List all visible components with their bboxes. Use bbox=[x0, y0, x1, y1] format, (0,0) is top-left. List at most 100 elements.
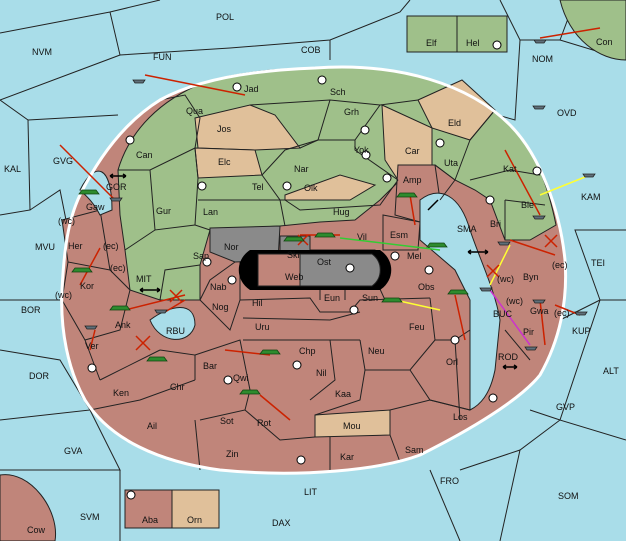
fleet-unit bbox=[524, 346, 538, 351]
supply-center bbox=[361, 150, 371, 160]
label-aba: Aba bbox=[142, 515, 158, 525]
label-uru: Uru bbox=[255, 322, 270, 332]
label-elf: Elf bbox=[426, 38, 437, 48]
coast-annotation: (wc) bbox=[55, 290, 72, 300]
order-arrow bbox=[504, 149, 541, 216]
fleet-unit bbox=[532, 215, 546, 220]
map-labels: POL NVM FUN COB Con NOM OVD KAL GVG GOR … bbox=[4, 12, 619, 535]
order-arrow bbox=[489, 244, 511, 286]
supply-center bbox=[485, 195, 495, 205]
label-jad: Jad bbox=[244, 84, 259, 94]
supply-center bbox=[349, 305, 359, 315]
label-gwa: Gwa bbox=[530, 306, 549, 316]
label-byn: Byn bbox=[523, 272, 539, 282]
supply-center bbox=[223, 375, 233, 385]
supply-center bbox=[317, 75, 327, 85]
fleet-unit bbox=[582, 173, 596, 178]
label-con: Con bbox=[596, 37, 613, 47]
label-fro: FRO bbox=[440, 476, 459, 486]
army-unit bbox=[239, 389, 261, 395]
label-mit: MIT bbox=[136, 274, 152, 284]
label-nog: Nog bbox=[212, 302, 229, 312]
order-arrow bbox=[79, 247, 101, 286]
label-tel: Tel bbox=[252, 182, 264, 192]
fleet-unit bbox=[109, 197, 123, 202]
label-dax: DAX bbox=[272, 518, 291, 528]
supply-center bbox=[292, 360, 302, 370]
label-mvu: MVU bbox=[35, 242, 55, 252]
label-bar: Bar bbox=[203, 361, 217, 371]
supply-center bbox=[492, 40, 502, 50]
canal-arrow-esm bbox=[427, 199, 439, 211]
label-esm: Esm bbox=[390, 230, 408, 240]
label-chp: Chp bbox=[299, 346, 316, 356]
label-svm: SVM bbox=[80, 512, 100, 522]
coast-annotation: (wc) bbox=[497, 274, 514, 284]
label-eld: Eld bbox=[448, 118, 461, 128]
label-lit: LIT bbox=[304, 487, 318, 497]
canal-arrows bbox=[109, 173, 518, 370]
supply-center bbox=[424, 265, 434, 275]
order-arrow bbox=[539, 174, 591, 196]
supply-center bbox=[202, 257, 212, 267]
continent-outline bbox=[60, 65, 568, 475]
supply-center bbox=[345, 263, 355, 273]
supply-center bbox=[435, 138, 445, 148]
order-arrow bbox=[454, 294, 466, 341]
label-sot: Sot bbox=[220, 416, 234, 426]
canal-arrow-mit bbox=[139, 287, 161, 293]
label-car: Car bbox=[405, 146, 420, 156]
supply-center bbox=[197, 181, 207, 191]
fleet-unit bbox=[532, 299, 546, 304]
label-sam: Sam bbox=[405, 445, 424, 455]
region-esm[interactable] bbox=[382, 214, 421, 251]
region-olk[interactable] bbox=[284, 174, 377, 201]
region-orn[interactable] bbox=[171, 489, 220, 529]
label-mou: Mou bbox=[343, 421, 361, 431]
label-ovd: OVD bbox=[557, 108, 577, 118]
label-neu: Neu bbox=[368, 346, 385, 356]
supply-center bbox=[125, 135, 135, 145]
label-olk: Olk bbox=[304, 183, 318, 193]
label-alt: ALT bbox=[603, 366, 619, 376]
label-gva: GVA bbox=[64, 446, 82, 456]
coast-annotation: (ec) bbox=[103, 241, 119, 251]
label-nab: Nab bbox=[210, 282, 227, 292]
region-elf[interactable] bbox=[406, 15, 458, 53]
fleet-unit bbox=[84, 325, 98, 330]
fleet-unit bbox=[154, 309, 168, 314]
fleet-unit bbox=[574, 311, 588, 316]
label-pol: POL bbox=[216, 12, 234, 22]
label-cow: Cow bbox=[27, 525, 46, 535]
label-nom: NOM bbox=[532, 54, 553, 64]
order-arrow bbox=[539, 27, 601, 39]
label-gaw: Gaw bbox=[86, 202, 105, 212]
label-yok: Yok bbox=[354, 145, 369, 155]
order-arrow bbox=[59, 144, 116, 201]
label-jos: Jos bbox=[217, 124, 232, 134]
label-kor: Kor bbox=[80, 281, 94, 291]
supply-center bbox=[227, 275, 237, 285]
fleet-unit bbox=[132, 79, 146, 84]
label-rbu: RBU bbox=[166, 326, 185, 336]
label-hug: Hug bbox=[333, 207, 350, 217]
label-sun: Sun bbox=[362, 293, 378, 303]
canal-arrow-gor bbox=[109, 173, 127, 179]
army-unit bbox=[259, 349, 281, 355]
label-rod: ROD bbox=[498, 352, 519, 362]
order-arrow bbox=[144, 74, 246, 96]
label-skr: Skr bbox=[287, 250, 301, 260]
label-buc: BUC bbox=[493, 309, 513, 319]
order-arrow bbox=[89, 329, 96, 351]
cross-mark bbox=[135, 335, 151, 351]
order-arrow bbox=[489, 289, 531, 346]
label-pir: Pir bbox=[523, 327, 534, 337]
label-ank: Ank bbox=[115, 320, 131, 330]
label-nar: Nar bbox=[294, 164, 309, 174]
army-unit bbox=[426, 242, 448, 248]
label-lan: Lan bbox=[203, 207, 218, 217]
supply-center bbox=[382, 173, 392, 183]
order-arrow bbox=[259, 394, 291, 421]
label-nor: Nor bbox=[224, 242, 239, 252]
label-nil: Nil bbox=[316, 368, 327, 378]
